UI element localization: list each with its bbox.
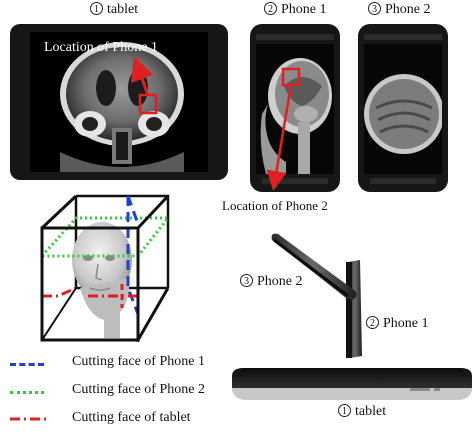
phone1-standing	[346, 260, 362, 358]
sagittal-mri-image	[256, 44, 334, 174]
phone2-device	[358, 24, 448, 192]
caption-label: tablet	[355, 404, 387, 419]
caption-number: 1	[338, 404, 351, 417]
legend-swatch-dotted	[10, 391, 44, 394]
phone2-leaning	[271, 233, 357, 300]
phone1-cutting-plane-edge	[126, 195, 140, 225]
legend-label: Cutting face of tablet	[72, 410, 191, 425]
tablet-caption-bottom: 1 tablet	[338, 404, 386, 420]
caption-label: Phone 2	[385, 2, 431, 17]
phone1-status-bar	[256, 34, 334, 40]
phone1-caption-top: 2 Phone 1	[264, 2, 327, 18]
device-arrangement-illustration	[232, 233, 472, 400]
caption-number: 1	[90, 2, 103, 15]
location-phone1-label: Location of Phone 1	[44, 40, 158, 55]
phone2-screen	[364, 44, 442, 174]
tablet-caption-top: 1 tablet	[90, 2, 138, 18]
cube-bottom-left-edge	[41, 287, 77, 341]
legend-item-tablet: Cutting face of tablet	[10, 410, 240, 430]
caption-label: Phone 1	[281, 2, 327, 17]
legend-item-phone2: Cutting face of Phone 2	[10, 382, 240, 402]
caption-label: tablet	[107, 2, 139, 17]
location-phone2-label: Location of Phone 2	[222, 198, 328, 213]
cube-top-left-edge	[40, 194, 78, 230]
phone1-device	[250, 24, 340, 192]
cube-bottom-right-edge	[136, 287, 170, 341]
phone2-nav-bar	[370, 178, 436, 184]
axial-mri-image	[364, 44, 442, 174]
cube-front-face	[40, 226, 140, 342]
phone1-caption-side: 2 Phone 1	[366, 316, 429, 332]
caption-label: Phone 2	[257, 274, 303, 289]
caption-number: 3	[240, 274, 253, 287]
caption-number: 3	[368, 2, 381, 15]
phone2-caption-side: 3 Phone 2	[240, 274, 303, 290]
legend-label: Cutting face of Phone 1	[72, 354, 205, 369]
cutting-face-cube-diagram	[38, 194, 172, 342]
phone1-screen	[256, 44, 334, 174]
caption-label: Phone 1	[383, 316, 429, 331]
tablet-cutting-plane	[42, 286, 77, 298]
head-model	[72, 222, 132, 338]
phone2-caption-top: 3 Phone 2	[368, 2, 431, 18]
caption-number: 2	[366, 316, 379, 329]
phone1-nav-bar	[262, 178, 328, 184]
legend-item-phone1: Cutting face of Phone 1	[10, 354, 240, 374]
phone2-status-bar	[364, 34, 442, 40]
tablet-lying-flat	[232, 368, 472, 400]
legend-swatch-dashed	[10, 363, 44, 366]
legend-swatch-dash-dot	[10, 417, 48, 421]
legend-label: Cutting face of Phone 2	[72, 382, 205, 397]
cube-top-right-edge	[136, 194, 170, 230]
caption-number: 2	[264, 2, 277, 15]
